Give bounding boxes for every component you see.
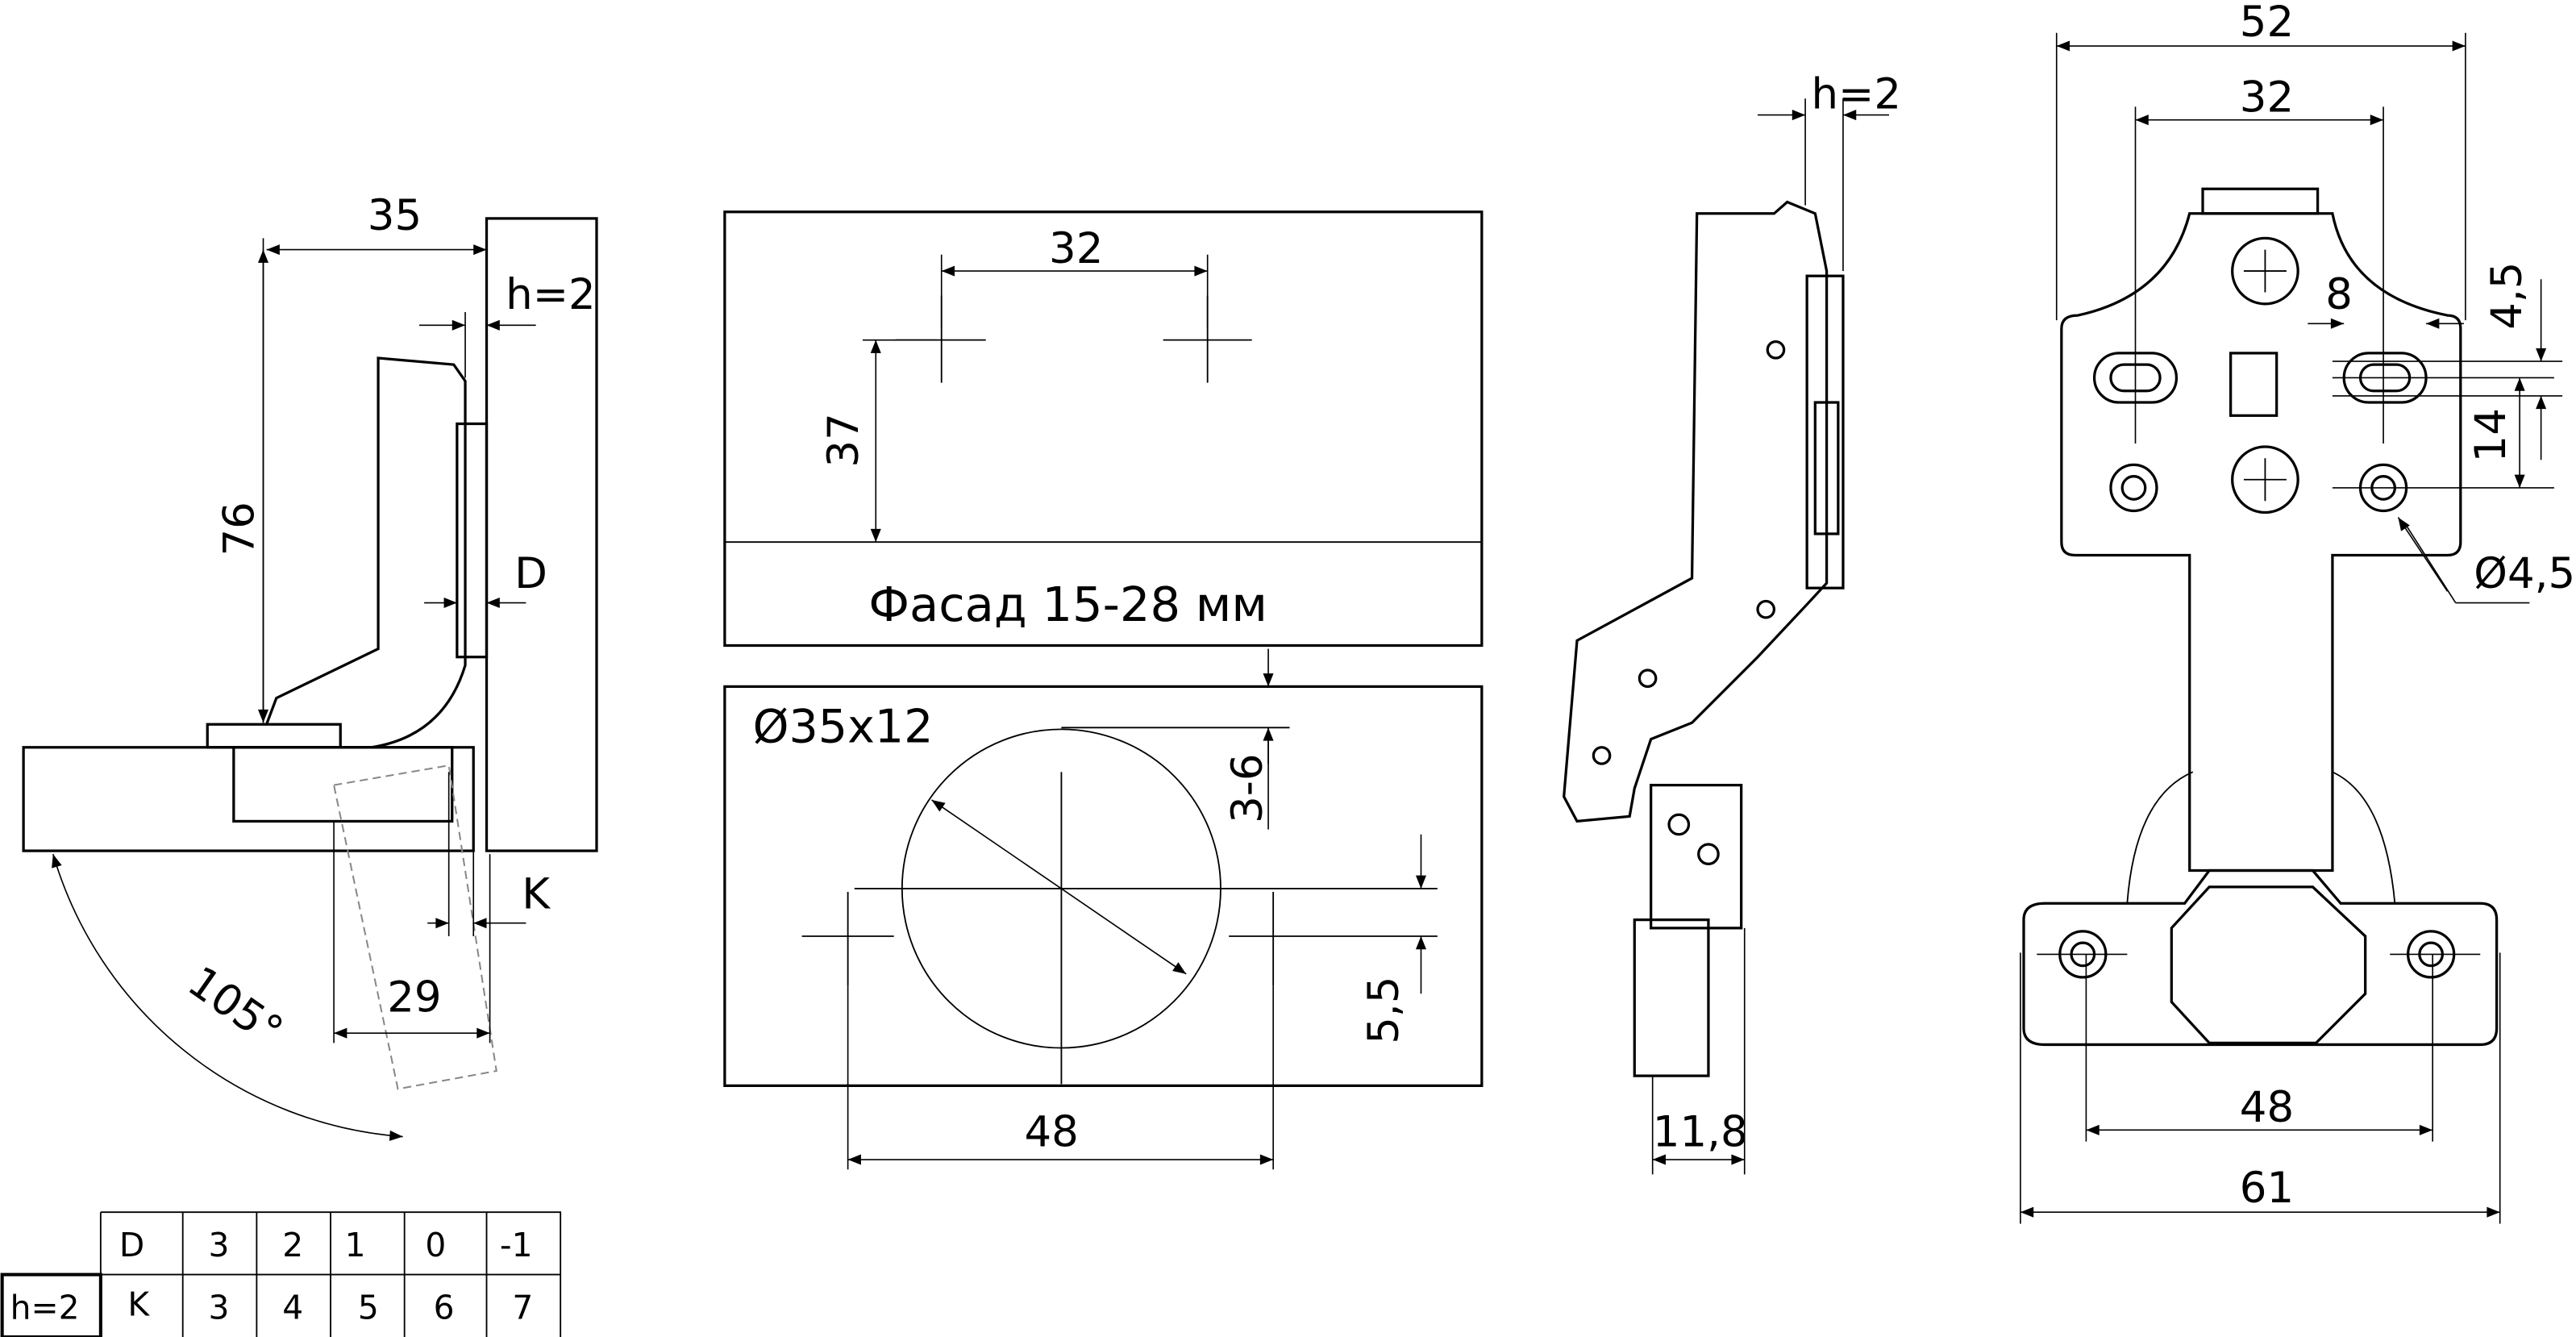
dim-14: 14 [2466,408,2516,462]
hinge-arm [265,356,467,749]
table-cell: 7 [512,1289,533,1327]
hinge-side-view: h=2 11,8 [1563,69,1901,1175]
opening-angle: 105° [179,957,291,1056]
dim-35: 35 [368,191,422,240]
hole-diameter-label: Ø4,5 [2474,549,2575,598]
dim-4-5: 4,5 [2482,262,2532,330]
table-cell: 0 [425,1226,446,1264]
table-row-label: h=2 [10,1289,80,1327]
dim-5-5: 5,5 [1359,977,1409,1044]
dim-h: h=2 [506,270,596,319]
table-cell: 5 [358,1289,379,1327]
cup-diameter-label: Ø35x12 [753,701,934,754]
table-cell: 2 [282,1226,303,1264]
hinge-cup-flange [456,422,489,659]
dim-52: 52 [2240,0,2294,47]
cup [232,746,454,823]
dim-32: 32 [1049,224,1103,273]
table-cell: 3 [209,1289,230,1327]
d-k-table: h=2 D 3 2 1 0 -1 K 3 4 5 6 7 [0,1211,562,1337]
table-cell: 4 [282,1289,303,1327]
dim-32: 32 [2240,73,2294,123]
dim-k: K [522,869,551,918]
base-plate [206,723,342,749]
dim-48: 48 [2240,1083,2294,1132]
dim-37: 37 [819,413,868,467]
cabinet-side [22,746,475,852]
table-cell: 6 [434,1289,455,1327]
dim-h: h=2 [1811,69,1901,119]
table-cell: -1 [500,1226,533,1264]
dim-d: D [514,549,547,598]
dim-29: 29 [387,973,441,1023]
hinge-arm-body [1563,200,1829,823]
facade-drilling-view: 32 37 Фасад 15-28 мм [723,210,1484,648]
table-cell: 1 [345,1226,366,1264]
dim-3-6: 3-6 [1223,753,1272,823]
dim-8: 8 [2325,270,2353,319]
hinge-top-view: 52 32 8 4,5 14 Ø4,5 48 61 [2020,0,2575,1224]
table-header-k: K [127,1285,150,1324]
dim-76: 76 [214,502,264,556]
dim-48: 48 [1025,1108,1079,1157]
angle-arc [52,853,403,1141]
cup-drilling-view: Ø35x12 3-6 5,5 48 [723,648,1484,1170]
table-cell: 3 [209,1226,230,1264]
dim-11-8: 11,8 [1653,1108,1748,1157]
facade-thickness-label: Фасад 15-28 мм [868,577,1267,632]
table-header-d: D [119,1226,144,1264]
open-position-outline [332,764,497,1090]
left-side-view: 35 h=2 76 D K 29 105° [22,191,598,1141]
dim-61: 61 [2240,1164,2294,1213]
